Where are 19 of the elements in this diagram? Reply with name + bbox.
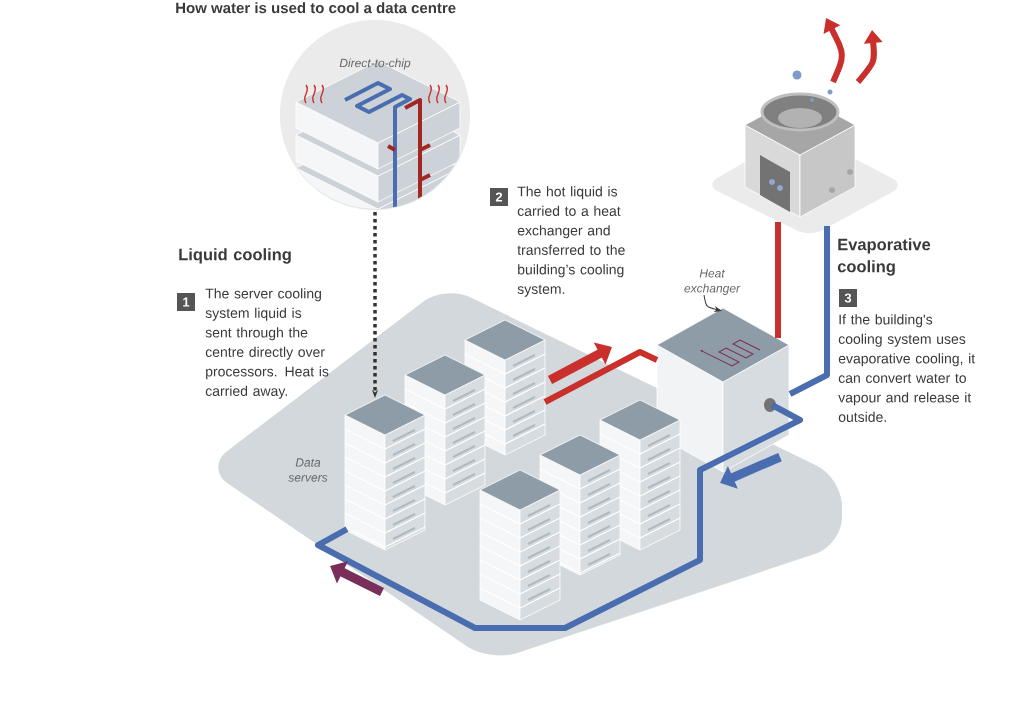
server-rack <box>479 469 561 621</box>
section-heading: Evaporative cooling <box>837 238 931 276</box>
pipe <box>315 402 803 631</box>
step-badge: 2 <box>490 188 508 206</box>
node-label: Data servers <box>288 458 328 482</box>
server-rack <box>344 394 426 551</box>
leader-arrow <box>703 294 722 312</box>
pipe <box>543 349 659 405</box>
step-badge: 3 <box>839 289 857 307</box>
step-text: The hot liquid is carried to a heat exchanger and transferred to the building’s cooling system. <box>517 186 625 297</box>
pipe <box>788 226 830 397</box>
title: How water is used to cool a data centre <box>176 2 456 14</box>
heat-exchanger-drawing <box>656 307 790 473</box>
cooling-tower-drawing <box>712 70 898 234</box>
callout-text: Heat exchanger <box>684 269 741 295</box>
step-text: If the building's cooling system uses evaporative cooling, it can convert water to vapour and release it outside. <box>838 314 976 422</box>
section-heading: Liquid cooling <box>179 248 291 264</box>
step-badge: 1 <box>177 293 195 311</box>
step-text: The server cooling system liquid is sent through the centre directly over processors. Heat is carried away. <box>205 288 329 399</box>
